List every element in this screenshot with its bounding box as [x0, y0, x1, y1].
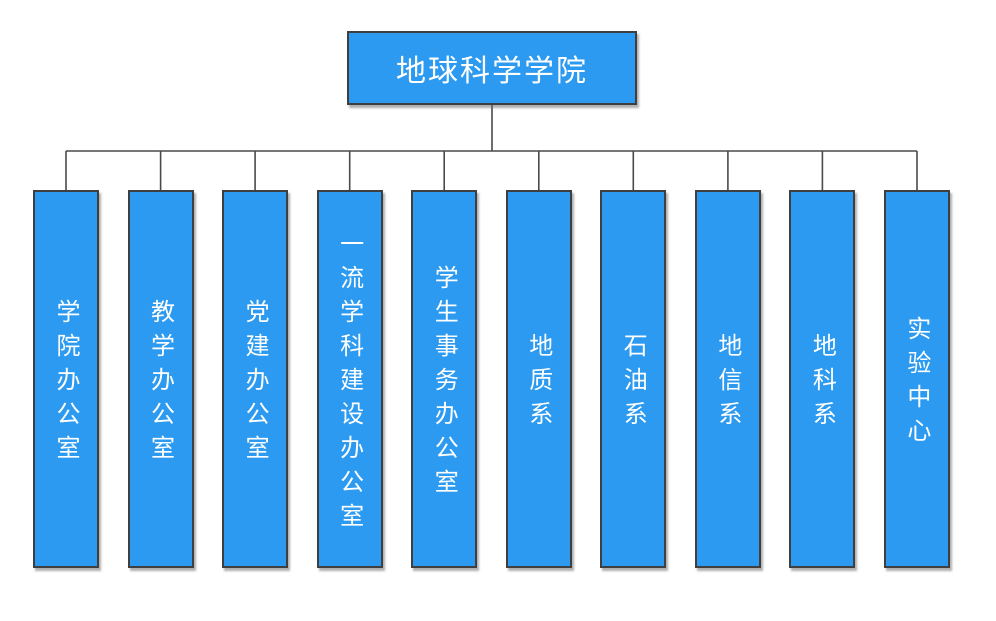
org-node-geology-dept[interactable]: 地质系 — [505, 190, 572, 568]
child-node-label: 学院办公室 — [52, 299, 80, 469]
org-node-teaching-office[interactable]: 教学办公室 — [127, 190, 194, 568]
child-node-label: 实验中心 — [902, 316, 931, 452]
child-node-label: 地质系 — [524, 333, 553, 435]
org-node-student-affairs-office[interactable]: 学生事务办公室 — [411, 190, 478, 568]
org-node-first-class-discipline-office[interactable]: 一流学科建设办公室 — [316, 190, 383, 568]
org-node-geoscience-dept[interactable]: 地科系 — [789, 190, 856, 568]
child-node-label: 地信系 — [713, 333, 742, 435]
org-node-party-building-office[interactable]: 党建办公室 — [222, 190, 289, 568]
child-node-label: 一流学科建设办公室 — [335, 231, 364, 537]
org-node-college-office[interactable]: 学院办公室 — [33, 190, 99, 568]
org-node-petroleum-dept[interactable]: 石油系 — [600, 190, 667, 568]
child-node-label: 学生事务办公室 — [430, 265, 459, 503]
org-node-experiment-center[interactable]: 实验中心 — [883, 190, 950, 568]
root-node-label: 地球科学学院 — [396, 54, 588, 89]
org-node-root[interactable]: 地球科学学院 — [347, 31, 637, 105]
child-node-label: 地科系 — [808, 333, 837, 435]
org-node-geoinformation-dept[interactable]: 地信系 — [694, 190, 761, 568]
child-node-label: 教学办公室 — [146, 299, 175, 469]
child-node-label: 石油系 — [619, 333, 648, 435]
children-row: 学院办公室 教学办公室 党建办公室 一流学科建设办公室 学生事务办公室 地质系 … — [33, 190, 950, 568]
child-node-label: 党建办公室 — [241, 299, 270, 469]
